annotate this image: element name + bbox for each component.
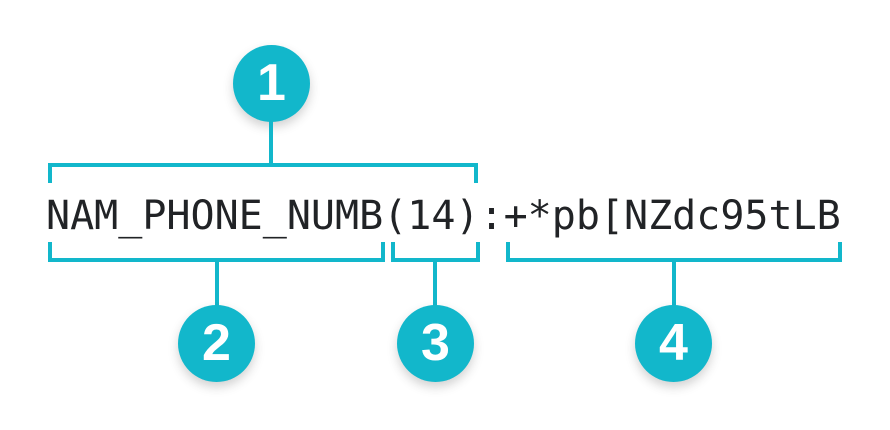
- callout-marker-1: 1: [233, 45, 310, 122]
- connector-line-2: [215, 260, 219, 306]
- token-field-name: NAM_PHONE_NUMB: [46, 193, 384, 239]
- token-separator: :: [479, 193, 504, 239]
- connector-line-3: [433, 260, 437, 306]
- callout-marker-1-number: 1: [257, 53, 286, 112]
- token-length: (14): [383, 193, 480, 239]
- bracket-value: [506, 242, 842, 262]
- callout-marker-3: 3: [397, 305, 474, 382]
- token-string: NAM_PHONE_NUMB(14):+*pb[NZdc95tLB: [46, 190, 841, 242]
- callout-marker-2-number: 2: [202, 313, 231, 372]
- bracket-length: [391, 242, 480, 262]
- connector-line-1: [269, 120, 273, 165]
- connector-line-4: [672, 260, 676, 306]
- callout-marker-4: 4: [635, 305, 712, 382]
- callout-marker-2: 2: [178, 305, 255, 382]
- bracket-name-and-length: [48, 163, 478, 183]
- bracket-field-name: [48, 242, 385, 262]
- callout-marker-3-number: 3: [421, 313, 450, 372]
- token-value: +*pb[NZdc95tLB: [503, 193, 841, 239]
- callout-marker-4-number: 4: [659, 313, 688, 372]
